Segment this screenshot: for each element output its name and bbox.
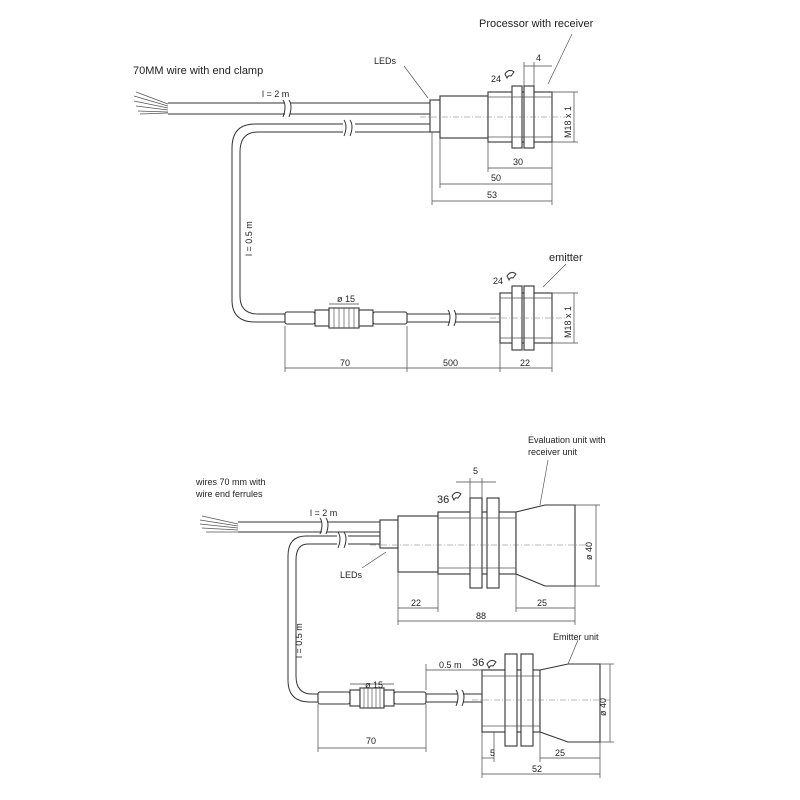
bottom-drawing: wires 70 mm with wire end ferrules Evalu… [195,435,614,778]
bottom-receiver-housing [370,497,590,589]
bottom-dim-25-emitter: 25 [555,748,565,758]
top-dim-thread-emitter: M18 x 1 [563,306,573,338]
bottom-dim-dia-emitter: ø 40 [598,698,608,716]
bottom-dim-nut-width: 5 [473,466,478,476]
bottom-dim-22: 22 [411,598,421,608]
bottom-wire-ends [199,515,239,533]
bottom-dim-connector-dia: ø 15 [365,680,383,690]
bottom-label-wire-line1: wires 70 mm with wire end ferrules [195,477,268,499]
top-dim-connector-dia: ø 15 [337,294,355,304]
top-dim-nut-width: 4 [536,53,541,63]
bottom-label-cable-short: l = 0.5 m [294,623,304,658]
top-wire-ends [133,91,169,115]
top-drawing: Processor with receiver 70MM wire with e… [133,18,594,372]
top-wrench-size-emitter: 24 [493,276,503,286]
bottom-connector [317,687,427,709]
top-cable-long [168,99,430,118]
bottom-emitter-dimensions [317,639,614,778]
bottom-emitter-cable [426,689,482,707]
bottom-wrench-size-receiver: 36 [437,494,449,506]
bottom-label-evaluation-b: receiver unit [528,447,578,457]
bottom-wrench-size-emitter: 36 [472,657,484,669]
bottom-label-leds: LEDs [340,570,363,580]
bottom-dim-cable-05: 0.5 m [439,660,462,670]
bottom-receiver-dimensions [361,459,600,625]
bottom-label-wire-b: wire end ferrules [195,489,263,499]
bottom-dim-88: 88 [476,611,486,621]
top-dim-500: 500 [443,358,458,368]
bottom-label-evaluation: Evaluation unit with receiver unit [528,435,608,457]
top-label-leds: LEDs [374,56,397,66]
top-receiver-housing [420,85,566,149]
top-wrench-size-receiver: 24 [491,74,501,84]
bottom-cable-long [238,517,380,535]
top-emitter-housing [490,285,566,351]
top-bottom-dimensions [284,263,578,372]
top-label-emitter: emitter [549,252,583,264]
top-cable-short [231,119,430,323]
bottom-cable-short [287,531,380,703]
bottom-dim-25: 25 [537,598,547,608]
top-connector [284,307,408,329]
top-dim-70: 70 [340,358,350,368]
top-title-processor: Processor with receiver [479,18,594,30]
top-dim-22: 22 [520,358,530,368]
bottom-dim-52: 52 [532,764,542,774]
top-label-cable-short: l = 0.5 m [244,221,254,256]
bottom-dim-5: 5 [490,748,495,758]
bottom-label-wire-a: wires 70 mm with [195,477,266,487]
top-receiver-dimensions [403,33,578,205]
top-dim-50: 50 [491,173,501,183]
top-dim-30: 30 [513,157,523,167]
bottom-dim-dia-receiver: ø 40 [584,542,594,560]
top-label-cable-long: l = 2 m [262,89,289,99]
bottom-label-evaluation-a: Evaluation unit with [528,435,606,445]
top-label-wire: 70MM wire with end clamp [133,65,263,77]
bottom-emitter-housing [472,653,612,747]
bottom-label-emitter: Emitter unit [553,632,599,642]
top-dim-thread: M18 x 1 [563,106,573,138]
top-emitter-cable [407,309,500,327]
bottom-dim-70: 70 [366,736,376,746]
bottom-label-cable-long: l = 2 m [310,508,337,518]
top-dim-53: 53 [487,190,497,200]
